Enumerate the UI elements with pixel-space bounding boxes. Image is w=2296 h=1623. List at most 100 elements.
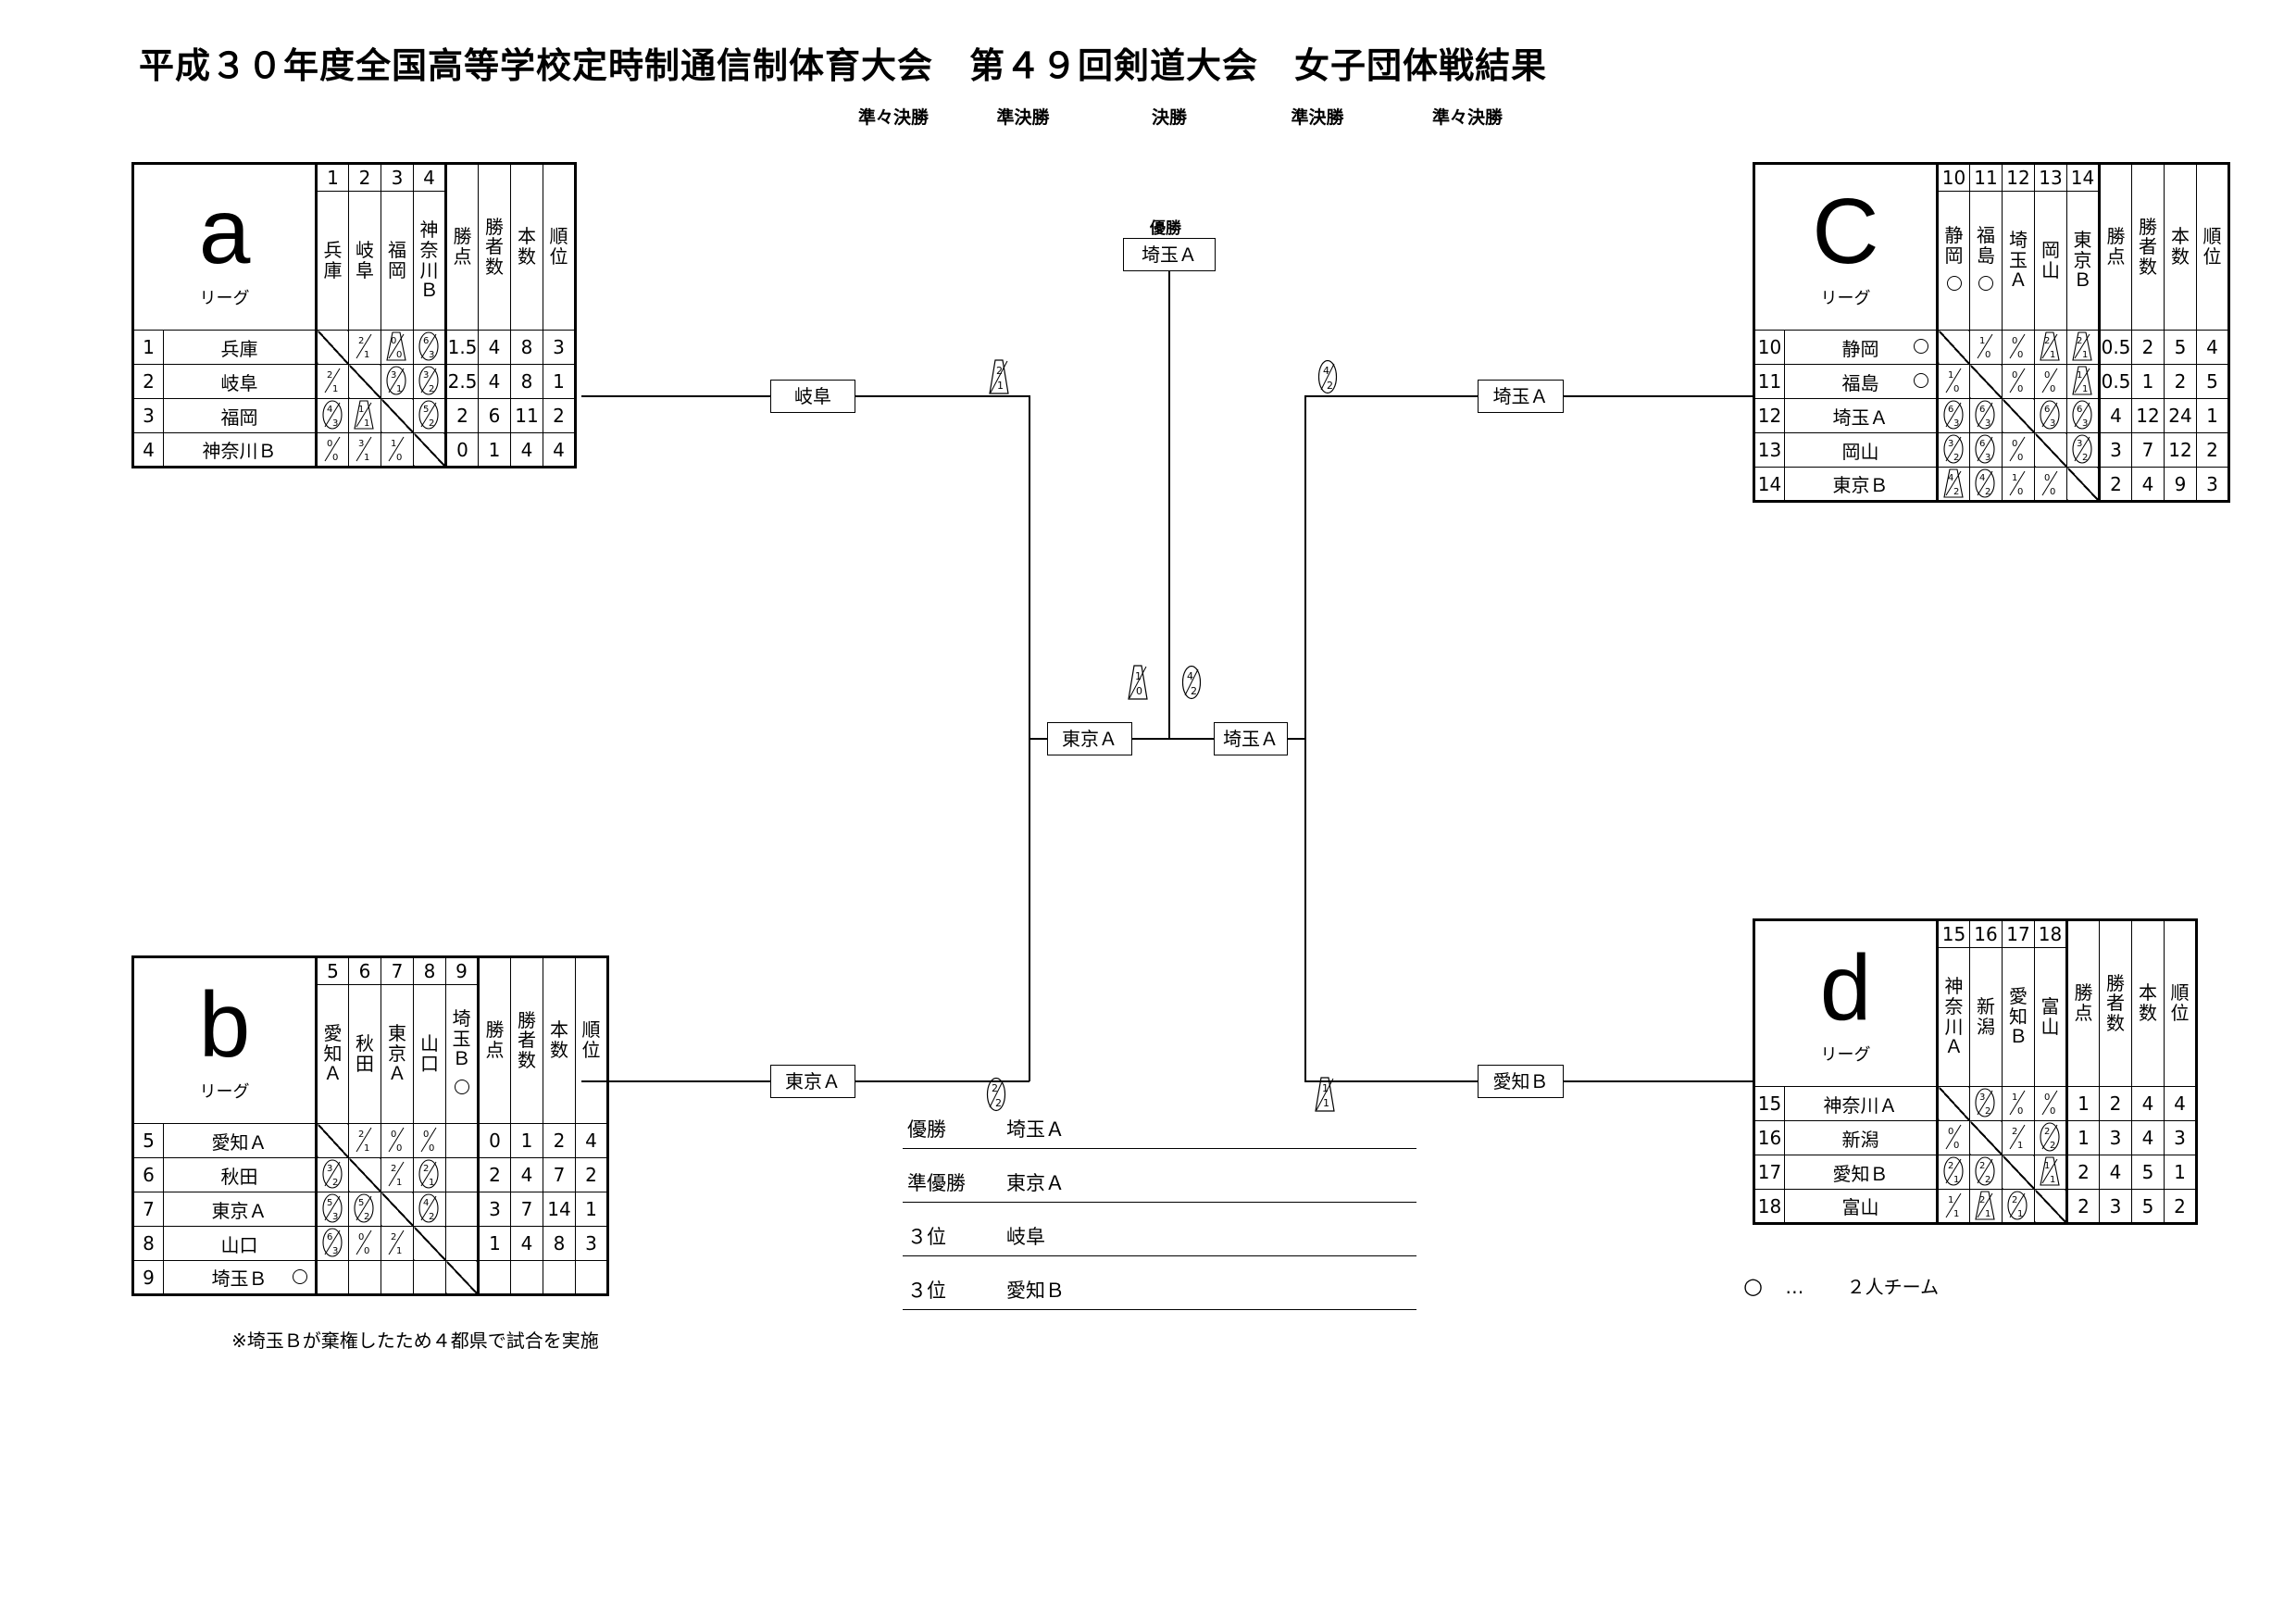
stat-header: 本数: [2164, 163, 2197, 331]
svg-text:2: 2: [995, 1097, 1002, 1109]
stat-bon: 11: [510, 398, 543, 433]
svg-text:1: 1: [1979, 336, 1985, 346]
svg-text:1: 1: [2012, 1092, 2017, 1103]
svg-text:3: 3: [332, 1212, 338, 1222]
empty-match-cell: [315, 1260, 349, 1295]
svg-text:0: 0: [2012, 439, 2017, 449]
team-name: 岐阜: [163, 364, 317, 399]
team-number: 4: [132, 432, 164, 468]
svg-text:1: 1: [997, 380, 1004, 392]
svg-text:0: 0: [1136, 685, 1142, 697]
team-number: 12: [1753, 398, 1785, 433]
result-team: 愛知Ｂ: [1006, 1280, 1065, 1302]
stat-wins: 4: [478, 364, 511, 399]
stat-bon: 5: [2131, 1189, 2165, 1224]
svg-text:1: 1: [2012, 473, 2017, 483]
self-match-cell: [1969, 364, 2003, 399]
svg-text:1: 1: [2082, 384, 2088, 394]
score-triangle-mark: 11: [1315, 1077, 1335, 1112]
loss-score: 21: [2009, 1124, 2026, 1151]
svg-text:2: 2: [358, 336, 364, 346]
svg-text:2: 2: [2044, 1127, 2050, 1137]
svg-text:0: 0: [2012, 370, 2017, 381]
stat-wins: 2: [2099, 1086, 2132, 1121]
svg-text:0: 0: [2017, 350, 2023, 360]
win-score-circle: 63: [2040, 400, 2060, 430]
svg-text:0: 0: [327, 439, 332, 449]
win-score-circle: 63: [1975, 434, 1995, 464]
stat-rank: 1: [2196, 398, 2229, 433]
stat-rank: 3: [2164, 1120, 2197, 1155]
svg-text:1: 1: [391, 439, 396, 449]
team-number: 9: [132, 1260, 164, 1295]
result-place: ３位: [907, 1280, 946, 1302]
stat-bon: 5: [2131, 1155, 2165, 1190]
svg-text:4: 4: [327, 405, 332, 415]
draw-score-triangle: 21: [1975, 1191, 1995, 1220]
loss-score: 11: [1945, 1192, 1962, 1219]
column-number: 12: [2002, 163, 2035, 192]
stat-header: 順位: [2164, 919, 2197, 1087]
svg-text:1: 1: [1948, 370, 1953, 381]
team-name-text: 岐阜: [220, 371, 258, 394]
team-name: 愛知Ａ: [163, 1123, 317, 1158]
stat-wins: 3: [2099, 1120, 2132, 1155]
stat-bon: 24: [2164, 398, 2197, 433]
svg-text:1: 1: [396, 1246, 402, 1256]
team-name-text: 埼玉Ａ: [1832, 406, 1889, 429]
win-score-circle: 63: [322, 1228, 343, 1257]
svg-text:0: 0: [2044, 1092, 2050, 1103]
win-score-circle: 32: [322, 1159, 343, 1189]
stat-wins: 7: [2131, 432, 2165, 468]
svg-text:0: 0: [2012, 336, 2017, 346]
stat-pts: 2: [2065, 1189, 2100, 1224]
column-number: 1: [315, 163, 349, 192]
column-number: 13: [2034, 163, 2067, 192]
svg-text:2: 2: [358, 1130, 364, 1140]
stat-header: 勝点: [444, 163, 479, 331]
draw-score-triangle: 21: [2040, 331, 2060, 361]
two-person-team-icon: [1914, 339, 1928, 354]
bracket-team-box: 東京Ａ: [1047, 722, 1132, 755]
svg-text:1: 1: [2077, 370, 2082, 381]
team-name-text: 富山: [1841, 1196, 1879, 1218]
stat-pts: 2: [2098, 467, 2132, 502]
svg-text:1: 1: [2017, 1209, 2023, 1219]
draw-score-triangle: 00: [386, 331, 406, 361]
legend: ○ … ２人チーム: [1743, 1272, 1939, 1299]
svg-text:1: 1: [2050, 350, 2055, 360]
svg-text:2: 2: [1985, 487, 1990, 497]
team-name: 岡山: [1784, 432, 1938, 468]
stat-header: 勝者数: [2099, 919, 2132, 1087]
svg-text:0: 0: [1953, 1141, 1959, 1151]
svg-text:1: 1: [1948, 1195, 1953, 1205]
loss-score: 00: [1945, 1124, 1962, 1151]
stat-rank: 4: [2196, 330, 2229, 365]
legend-dots: …: [1785, 1276, 1804, 1298]
svg-text:0: 0: [2017, 1106, 2023, 1117]
svg-text:1: 1: [1953, 1209, 1959, 1219]
stat-rank: 3: [2196, 467, 2229, 502]
svg-text:2: 2: [1953, 453, 1959, 463]
svg-text:4: 4: [1948, 473, 1953, 483]
stat-pts: 1: [477, 1226, 511, 1261]
win-score-circle: 31: [386, 366, 406, 395]
